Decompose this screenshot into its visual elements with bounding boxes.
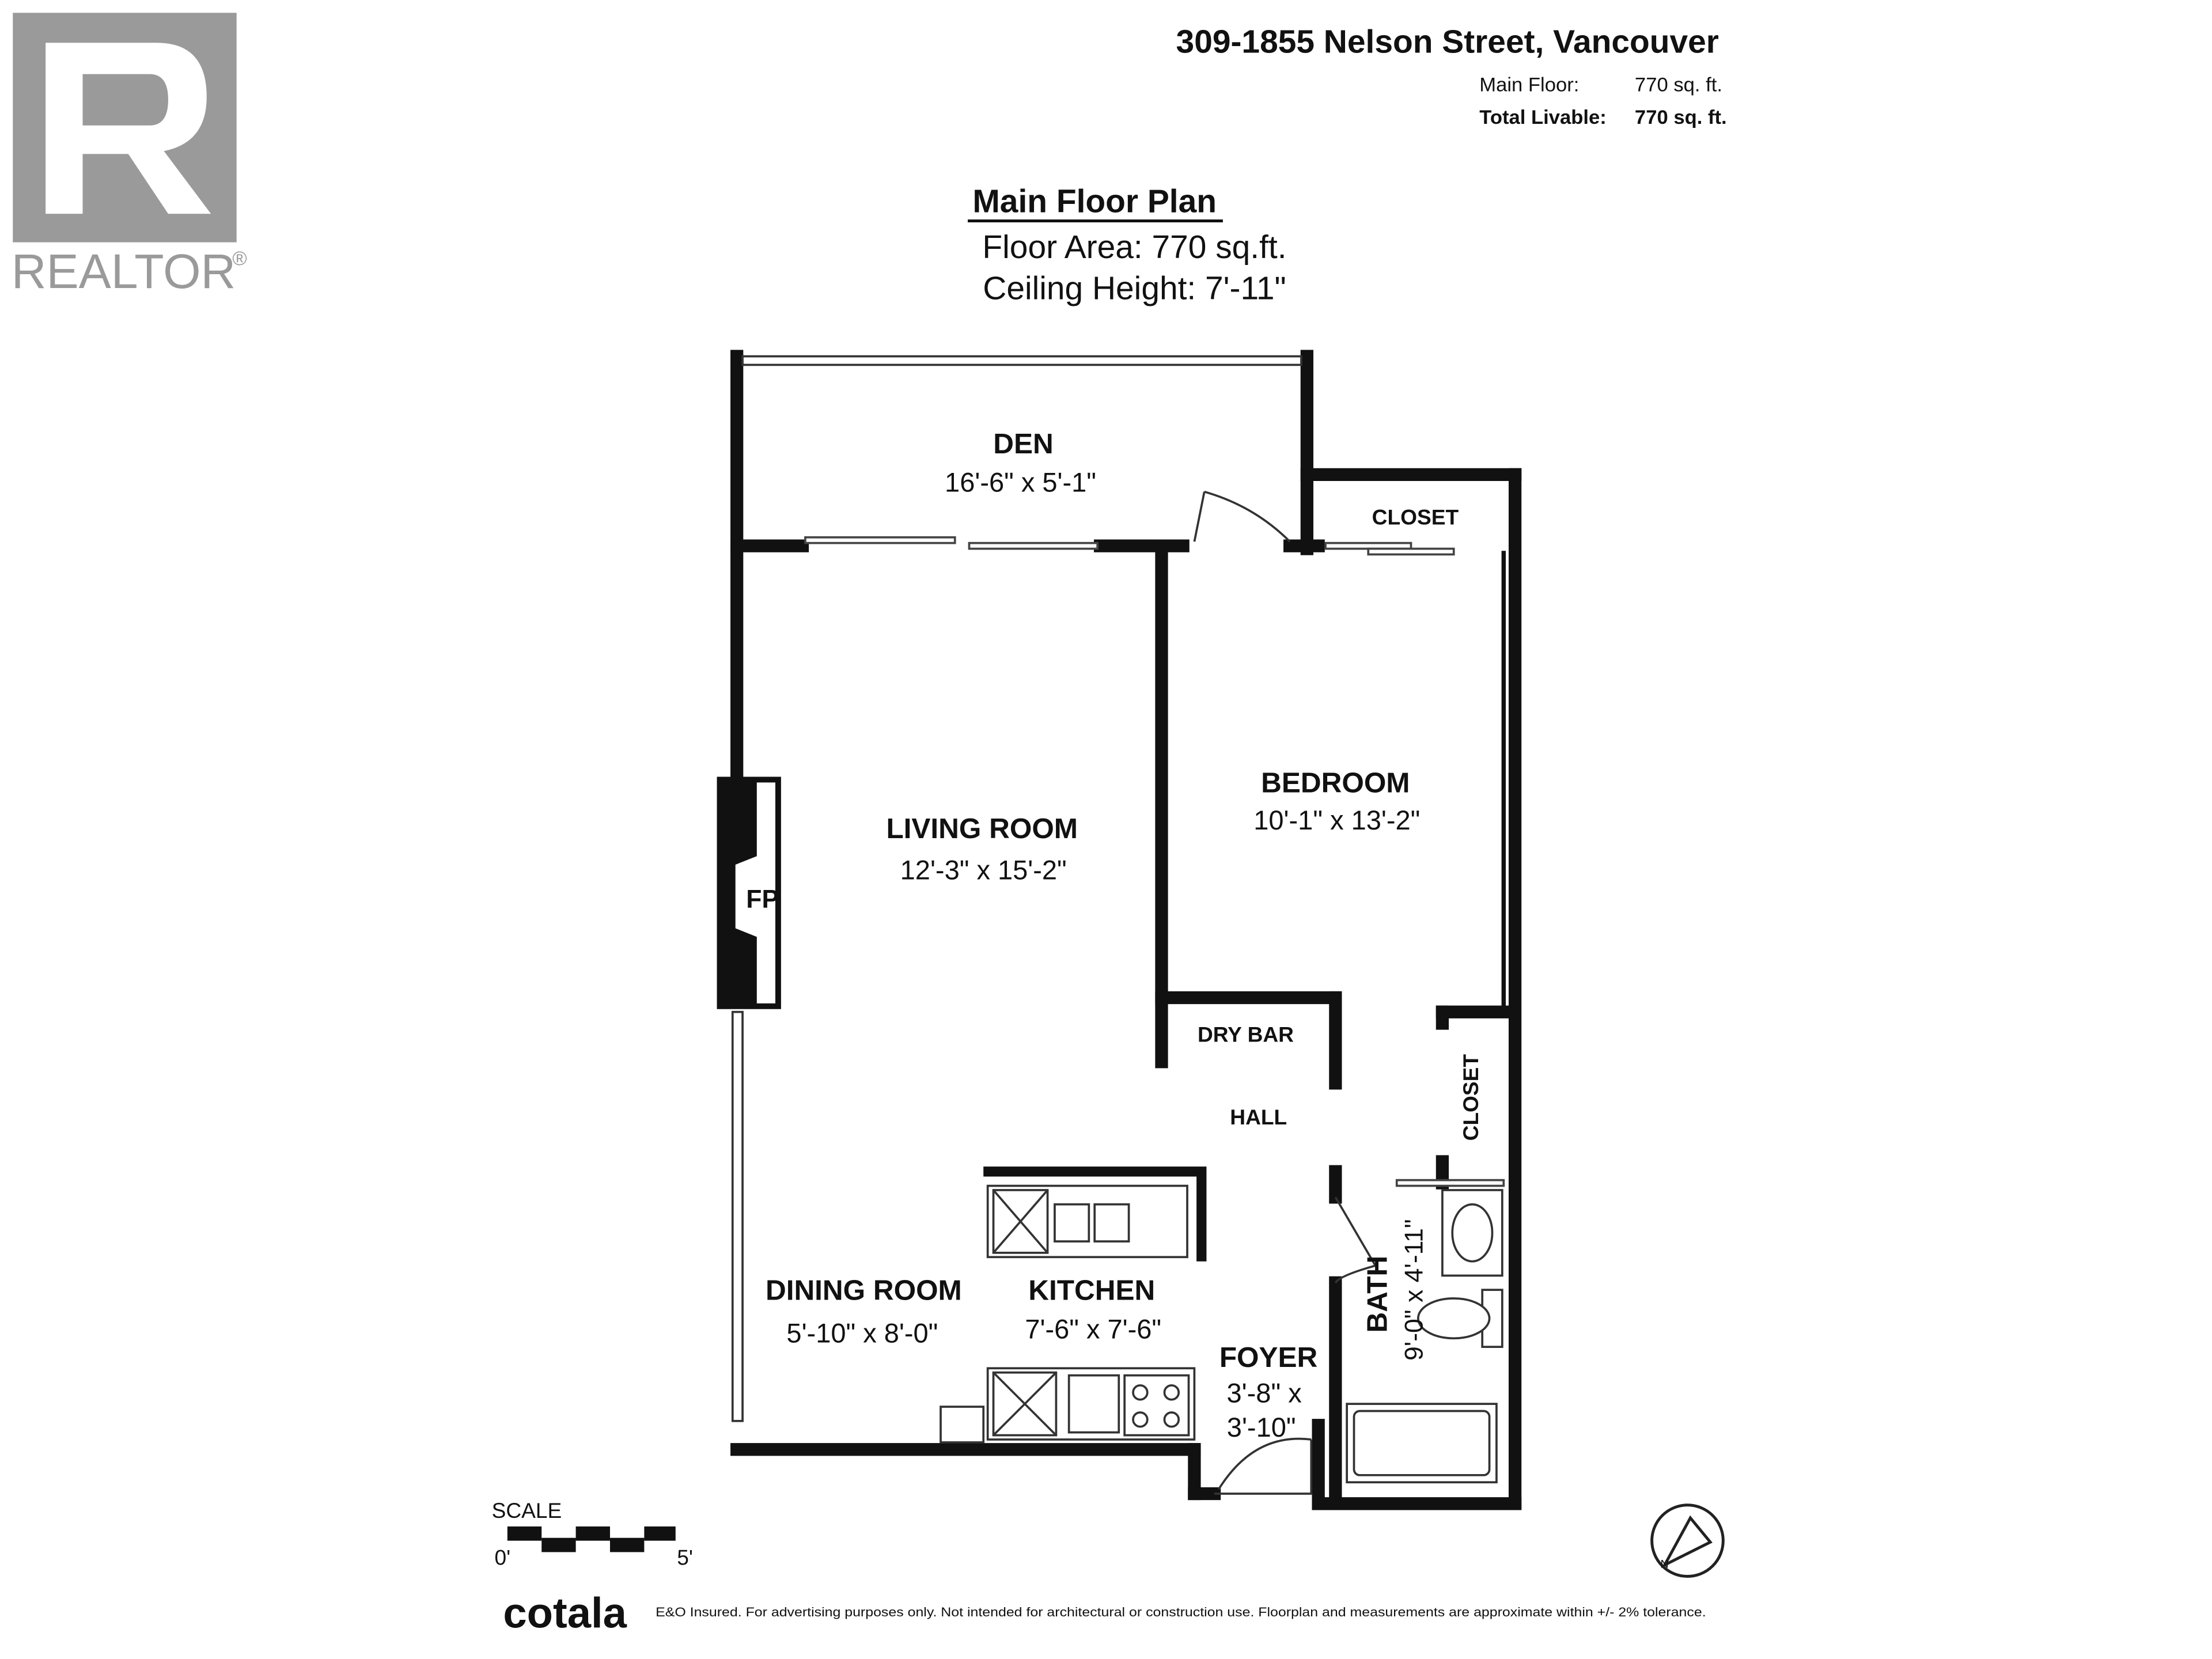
doors xyxy=(1193,490,1377,1495)
north-arrow-icon: N xyxy=(1650,1503,1725,1578)
disclaimer: E&O Insured. For advertising purposes on… xyxy=(656,1605,1706,1619)
main-floor-label: Main Floor: xyxy=(1479,74,1579,96)
cotala-logo: cotala xyxy=(503,1589,627,1637)
room-dining: DINING ROOM xyxy=(766,1274,962,1306)
svg-text:®: ® xyxy=(232,248,247,270)
room-closet-2: CLOSET xyxy=(1459,1054,1483,1141)
room-den-dims: 16'-6" x 5'-1" xyxy=(945,467,1096,498)
room-bath: BATH xyxy=(1361,1256,1393,1333)
room-foyer-dims-2: 3'-10" xyxy=(1227,1412,1296,1442)
plan-title: Main Floor Plan xyxy=(972,183,1217,220)
svg-text:0': 0' xyxy=(495,1546,511,1570)
svg-text:N: N xyxy=(1660,1558,1668,1571)
svg-text:SCALE: SCALE xyxy=(492,1498,562,1522)
svg-text:5': 5' xyxy=(677,1546,693,1570)
room-bedroom: BEDROOM xyxy=(1261,767,1410,799)
realtor-logo: REALTOR ® xyxy=(12,13,247,298)
room-dining-dims: 5'-10" x 8'-0" xyxy=(786,1318,938,1349)
room-foyer: FOYER xyxy=(1219,1342,1317,1373)
room-kitchen-dims: 7'-6" x 7'-6" xyxy=(1025,1313,1161,1344)
room-dry-bar: DRY BAR xyxy=(1198,1022,1294,1047)
total-livable-value: 770 sq. ft. xyxy=(1635,107,1727,128)
walls xyxy=(730,350,1522,1510)
ceiling-height: Ceiling Height: 7'-11" xyxy=(983,270,1286,307)
scale-bar: SCALE 0' 5' xyxy=(492,1498,693,1570)
windows xyxy=(731,355,1302,1422)
kitchen-fixtures xyxy=(940,1166,1207,1444)
bath-fixtures xyxy=(1346,1189,1503,1484)
room-foyer-dims-1: 3'-8" x xyxy=(1227,1378,1302,1408)
room-den: DEN xyxy=(993,428,1053,460)
room-bedroom-dims: 10'-1" x 13'-2" xyxy=(1253,805,1420,835)
main-floor-value: 770 sq. ft. xyxy=(1635,74,1722,96)
room-hall: HALL xyxy=(1230,1105,1287,1129)
room-living-dims: 12'-3" x 15'-2" xyxy=(900,855,1067,885)
room-closet-1: CLOSET xyxy=(1372,505,1459,529)
fireplace: FP xyxy=(717,777,781,1009)
room-bath-dims: 9'-0" x 4'-11" xyxy=(1400,1219,1428,1361)
room-kitchen: KITCHEN xyxy=(1028,1274,1155,1306)
total-livable-label: Total Livable: xyxy=(1479,107,1607,128)
floor-area: Floor Area: 770 sq.ft. xyxy=(982,229,1286,266)
address-title: 309-1855 Nelson Street, Vancouver xyxy=(1176,24,1719,60)
svg-text:FP: FP xyxy=(746,885,779,914)
sliding-doors xyxy=(804,536,1505,1187)
room-living: LIVING ROOM xyxy=(886,813,1078,844)
svg-text:REALTOR: REALTOR xyxy=(12,244,236,298)
